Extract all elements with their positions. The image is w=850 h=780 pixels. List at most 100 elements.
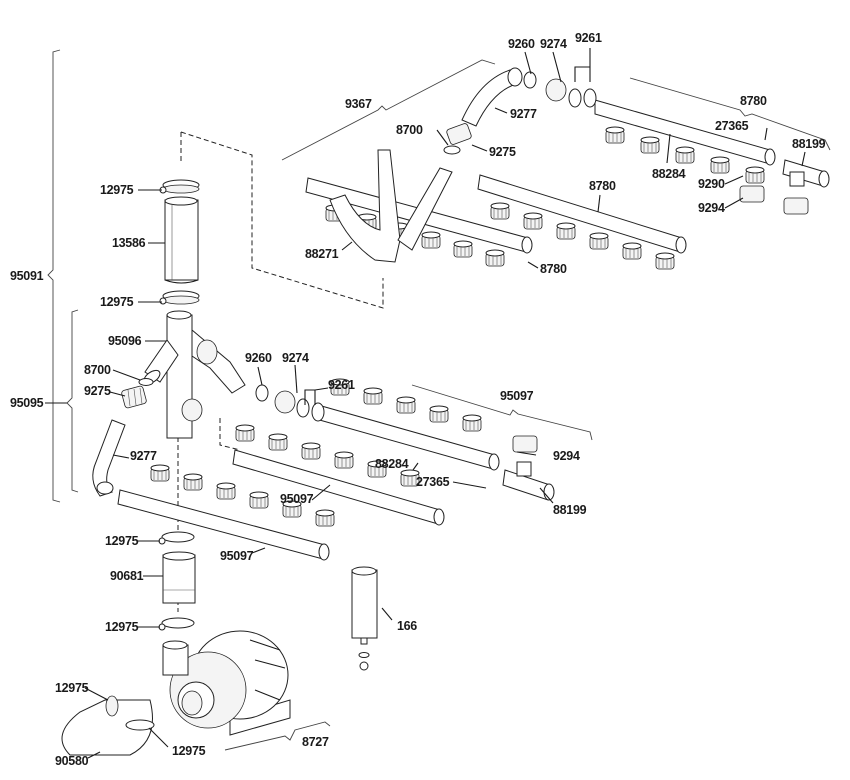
union-9274-top xyxy=(545,78,567,102)
label-8727: 8727 xyxy=(302,735,329,749)
clamp-12975-low-a xyxy=(158,531,195,545)
filter-166 xyxy=(351,566,378,671)
label-8700-top: 8700 xyxy=(396,123,423,137)
clamp-12975-pump-a xyxy=(105,695,119,717)
o-ring-8700-mid xyxy=(138,378,154,386)
jet-cap xyxy=(453,240,473,258)
jet-cap xyxy=(462,414,482,432)
jet-cap xyxy=(268,433,288,451)
clamp-12975-low-b xyxy=(158,617,195,631)
rings-9261-top xyxy=(568,88,597,108)
ring-9260-mid xyxy=(255,384,269,402)
y-fitting-95096 xyxy=(143,310,246,439)
label-9275-mid: 9275 xyxy=(84,384,111,398)
label-88271: 88271 xyxy=(305,247,339,261)
jet-cap xyxy=(396,396,416,414)
tube-13586 xyxy=(164,196,199,284)
jet-cap xyxy=(235,424,255,442)
label-95096: 95096 xyxy=(108,334,142,348)
label-95097-b: 95097 xyxy=(220,549,254,563)
manifold-95097-a xyxy=(232,449,445,526)
union-9274-mid xyxy=(274,390,296,414)
label-12975-pump-a: 12975 xyxy=(55,681,89,695)
label-13586: 13586 xyxy=(112,236,146,250)
bracket-95097 xyxy=(411,384,593,441)
jet-cap xyxy=(675,146,695,164)
bracket-9367 xyxy=(281,59,496,161)
label-88284-mid: 88284 xyxy=(375,457,409,471)
clamp-12975-pump-b xyxy=(125,719,155,731)
y-manifold-88271 xyxy=(329,149,453,263)
label-95097-a: 95097 xyxy=(280,492,314,506)
label-95091: 95091 xyxy=(10,269,44,283)
nut-9275-top xyxy=(446,123,472,145)
jet-cap xyxy=(367,460,387,478)
label-95097-bracket: 95097 xyxy=(500,389,534,403)
label-9274-mid: 9274 xyxy=(282,351,309,365)
label-9261-mid: 9261 xyxy=(328,378,355,392)
o-ring-8700-top xyxy=(443,145,461,155)
tee-88199-top xyxy=(782,159,830,188)
jet-cap xyxy=(301,442,321,460)
label-8780-bracket: 8780 xyxy=(740,94,767,108)
jet-cap xyxy=(315,509,335,527)
label-12975-top: 12975 xyxy=(100,183,134,197)
bracket-8780-upper xyxy=(629,77,831,151)
jet-cap xyxy=(622,242,642,260)
label-27365-mid: 27365 xyxy=(416,475,450,489)
jet-cap xyxy=(363,387,383,405)
cap-9294-top xyxy=(739,185,809,215)
clamp-12975-mid xyxy=(159,290,200,305)
jet-cap xyxy=(421,231,441,249)
jet-cap xyxy=(589,232,609,250)
label-12975-low-a: 12975 xyxy=(105,534,139,548)
rings-9261-mid xyxy=(296,398,325,422)
label-88284-top: 88284 xyxy=(652,167,686,181)
label-8780-low: 8780 xyxy=(540,262,567,276)
jet-cap xyxy=(640,136,660,154)
label-9260-top: 9260 xyxy=(508,37,535,51)
jet-cap xyxy=(655,252,675,270)
elbow-9277-top xyxy=(461,67,523,127)
clamp-12975-top xyxy=(159,179,200,194)
jet-cap xyxy=(429,405,449,423)
jet-cap xyxy=(605,126,625,144)
dashed-link-upper xyxy=(180,131,384,309)
jet-cap xyxy=(282,500,302,518)
elbow-9277-mid xyxy=(92,419,126,497)
label-9277-mid: 9277 xyxy=(130,449,157,463)
bracket-8727 xyxy=(224,721,331,751)
label-9294-top: 9294 xyxy=(698,201,725,215)
jet-cap xyxy=(400,469,420,487)
label-12975-mid: 12975 xyxy=(100,295,134,309)
bracket-95091 xyxy=(47,49,61,503)
label-9290: 9290 xyxy=(698,177,725,191)
label-12975-pump-b: 12975 xyxy=(172,744,206,758)
bracket-95095 xyxy=(66,309,79,493)
jet-cap xyxy=(183,473,203,491)
label-88199-top: 88199 xyxy=(792,137,826,151)
jet-cap xyxy=(334,451,354,469)
label-90580: 90580 xyxy=(55,754,89,768)
nut-9275-mid xyxy=(121,385,147,409)
jet-cap xyxy=(710,156,730,174)
manifold-95097-b xyxy=(117,489,330,561)
jet-cap xyxy=(745,166,765,184)
jet-cap xyxy=(523,212,543,230)
jet-cap xyxy=(556,222,576,240)
coupler-90681 xyxy=(162,551,196,604)
jet-cap xyxy=(490,202,510,220)
label-166: 166 xyxy=(397,619,417,633)
jet-cap xyxy=(249,491,269,509)
label-95095: 95095 xyxy=(10,396,44,410)
pump-8727 xyxy=(162,630,291,736)
label-8700-mid: 8700 xyxy=(84,363,111,377)
label-9367: 9367 xyxy=(345,97,372,111)
ring-9260-top xyxy=(523,71,537,89)
label-12975-low-b: 12975 xyxy=(105,620,139,634)
label-90681: 90681 xyxy=(110,569,144,583)
jet-cap xyxy=(330,378,350,396)
label-27365-top: 27365 xyxy=(715,119,749,133)
manifold-8780-upper xyxy=(594,99,776,166)
